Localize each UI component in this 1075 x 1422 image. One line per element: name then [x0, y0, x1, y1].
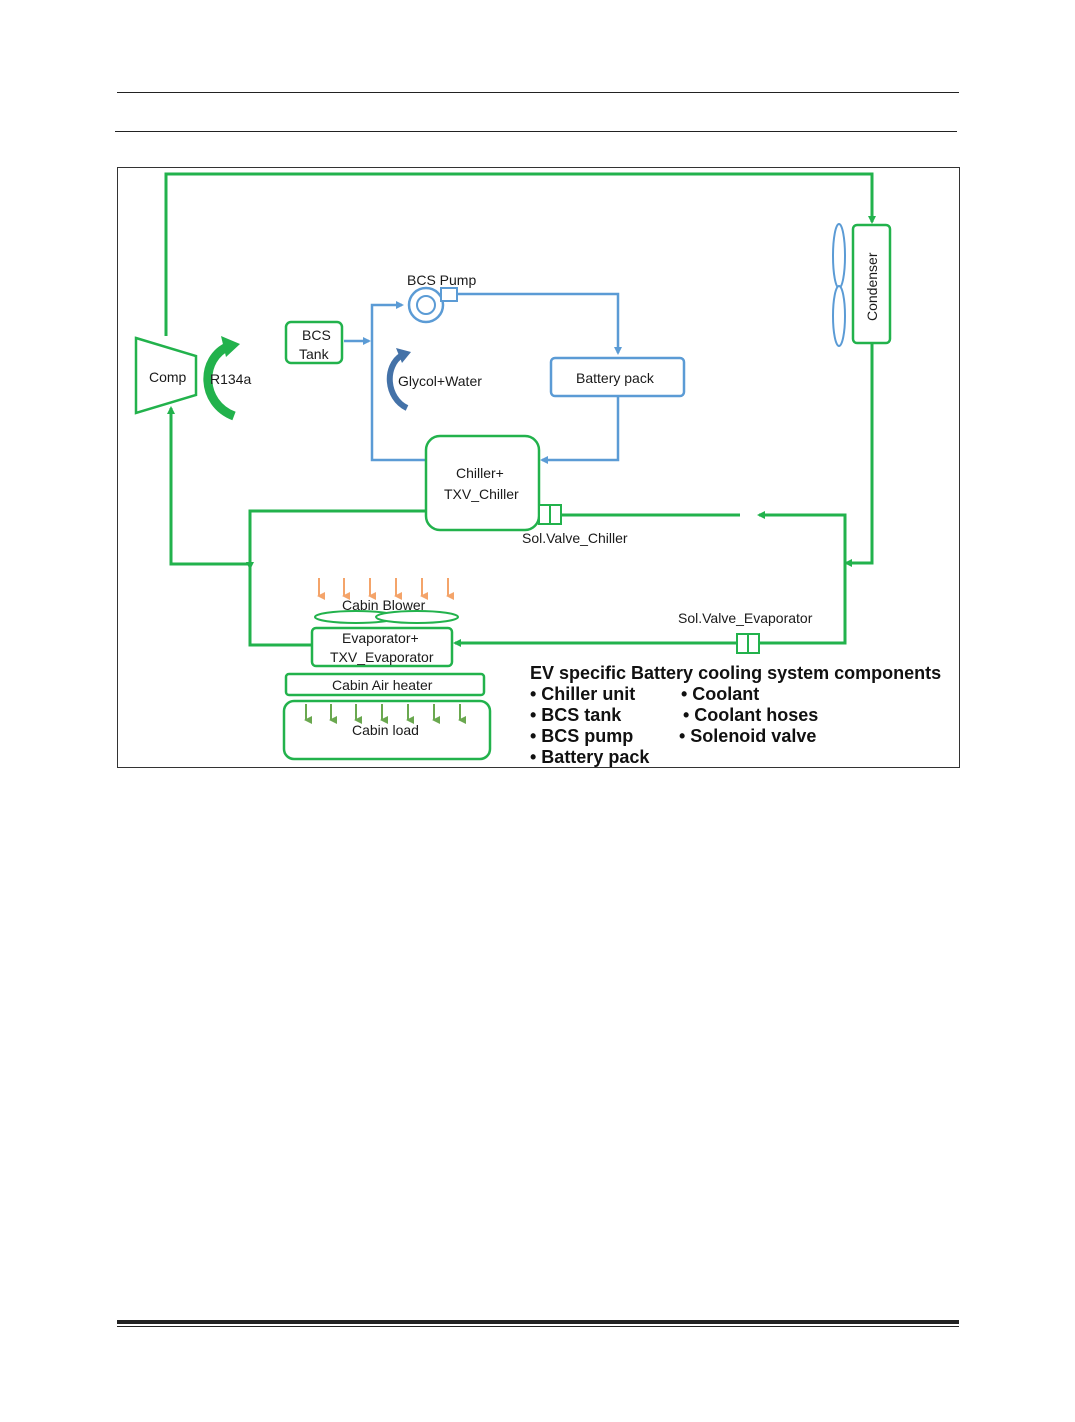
cabin-air-heater: Cabin Air heater — [284, 672, 486, 697]
compressor-shape — [134, 336, 198, 415]
condenser-label: Condenser — [864, 252, 880, 321]
pump-inner-circle — [416, 295, 436, 315]
sol-valve-evaporator: Sol.Valve_Evaporator — [678, 610, 813, 654]
cabin-load-label: Cabin load — [352, 722, 419, 738]
bcs-pump-label: BCS Pump — [407, 272, 476, 288]
sol-valve-chiller: Sol.Valve_Chiller — [522, 504, 740, 546]
evaporator-box — [310, 626, 454, 668]
line-split-to-sol-valve-chiller — [757, 511, 847, 563]
chiller: Chiller+ TXV_Chiller — [424, 434, 541, 532]
pump-outlet — [440, 287, 458, 302]
battery-pack-label: Battery pack — [576, 370, 655, 386]
bcs-pump: BCS Pump — [407, 272, 476, 324]
cabin-load: Cabin load — [282, 699, 492, 761]
battery-cooling-diagram: Comp R134a BCS Pump BCS Tank Glycol+Wate… — [117, 167, 960, 768]
footer-rule-thin — [117, 1326, 959, 1327]
component-item-left: • Battery pack — [530, 747, 650, 767]
component-item-right: • Solenoid valve — [679, 726, 816, 746]
blower-arrows — [317, 578, 454, 600]
bcs-tank-label-1: BCS — [302, 327, 331, 343]
line-pump-to-battery — [458, 292, 622, 355]
component-item-left: • BCS pump — [530, 726, 633, 746]
chiller-label-1: Chiller+ — [456, 465, 504, 481]
chiller-label-2: TXV_Chiller — [444, 486, 519, 502]
bcs-tank: BCS Tank — [284, 320, 344, 365]
compressor-label: Comp — [149, 369, 187, 385]
battery-pack-box — [549, 356, 686, 398]
cabin-blower-label: Cabin Blower — [342, 597, 426, 613]
cabin-load-box — [282, 699, 492, 761]
battery-pack: Battery pack — [549, 356, 686, 398]
bcs-tank-label-2: Tank — [299, 346, 330, 362]
condenser-fan-blade-top — [832, 223, 846, 289]
condenser-box — [851, 223, 892, 345]
cabin-air-heater-box — [284, 672, 486, 697]
sol-valve-evaporator-label: Sol.Valve_Evaporator — [678, 610, 813, 626]
line-comp-to-condenser — [164, 172, 876, 336]
r134a-arrow-icon: R134a — [203, 336, 251, 421]
line-return-to-comp — [167, 406, 250, 566]
cabin-blower: Cabin Blower — [314, 597, 459, 624]
components-list: EV specific Battery cooling system compo… — [530, 663, 941, 767]
line-chiller-to-pump — [370, 301, 426, 462]
load-arrows — [304, 704, 466, 724]
components-title: EV specific Battery cooling system compo… — [530, 663, 941, 683]
chiller-box — [424, 434, 541, 532]
line-chiller-out — [246, 509, 426, 570]
header-rule-top — [117, 92, 959, 93]
compressor: Comp — [134, 336, 198, 415]
line-evaporator-out — [248, 566, 311, 647]
glycol-water-label: Glycol+Water — [398, 373, 482, 389]
refrigerant-lines — [164, 172, 876, 647]
header-rule-bottom — [115, 131, 957, 132]
condenser-fan-blade-bottom — [832, 285, 846, 347]
component-item-right: • Coolant hoses — [683, 705, 818, 725]
component-item-right: • Coolant — [681, 684, 759, 704]
bcs-tank-box — [284, 320, 344, 365]
cabin-air-heater-label: Cabin Air heater — [332, 677, 433, 693]
coolant-lines — [344, 292, 622, 464]
evaporator-label-2: TXV_Evaporator — [330, 649, 434, 665]
component-item-left: • BCS tank — [530, 705, 622, 725]
blower-fan-right — [375, 610, 459, 624]
line-condenser-to-split — [844, 344, 874, 567]
footer-rule-thick — [117, 1320, 959, 1324]
line-battery-to-chiller — [540, 396, 620, 464]
evaporator-label-1: Evaporator+ — [342, 630, 419, 646]
line-split-to-sol-valve-evaporator — [759, 563, 847, 645]
component-item-left: • Chiller unit — [530, 684, 635, 704]
glycol-arrow-icon: Glycol+Water — [386, 348, 482, 411]
evaporator: Evaporator+ TXV_Evaporator — [310, 626, 454, 668]
condenser: Condenser — [832, 223, 892, 347]
sol-valve-chiller-label: Sol.Valve_Chiller — [522, 530, 628, 546]
r134a-label: R134a — [210, 371, 251, 387]
